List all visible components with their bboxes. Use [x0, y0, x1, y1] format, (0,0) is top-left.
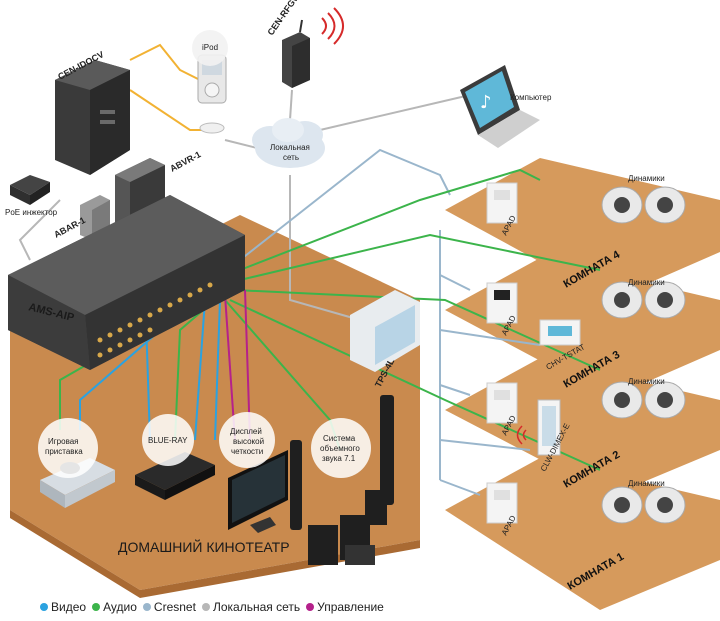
legend-label: Локальная сеть — [212, 600, 301, 614]
lan-wire — [319, 94, 471, 131]
game-console-bubble — [38, 418, 98, 478]
audio-wire — [239, 168, 541, 271]
speakers-label: Динамики — [628, 174, 665, 183]
audio-wire — [239, 233, 601, 281]
lan-wire — [289, 175, 361, 321]
wireless-icon — [321, 7, 344, 45]
computer-label: Компьютер — [510, 93, 552, 102]
thermostat-device — [539, 319, 581, 346]
cen-rfgw-ex-label: CEN-RFGW-EX — [265, 0, 310, 37]
hd-display-label: Дисплей — [230, 427, 262, 436]
surround-label: Система — [323, 434, 356, 443]
surround-speakers — [290, 395, 394, 565]
hd-display-device — [228, 450, 288, 533]
home-theater-floor-edge — [10, 510, 420, 598]
wireless-icon — [516, 425, 527, 445]
legend-dot-icon — [142, 603, 151, 611]
cresnet-wire — [439, 439, 531, 451]
legend-item-lan: Локальная сеть — [201, 600, 301, 614]
ams-aip-chassis — [8, 195, 245, 370]
blu-ray-device — [135, 452, 215, 500]
ams-aip-ports — [97, 282, 213, 358]
legend-label: Аудио — [103, 600, 137, 614]
cen-idocv-device — [55, 60, 130, 175]
game-console-label: Игровая — [48, 437, 79, 446]
blu-ray-bubble — [142, 414, 194, 466]
audio-wire — [234, 289, 601, 371]
apad-panel — [486, 482, 518, 524]
abvr-label: ABVR-1 — [168, 149, 202, 174]
video-wire — [194, 299, 206, 441]
speakers-label: Динамики — [628, 479, 665, 488]
room-floors — [445, 158, 720, 610]
legend-dot-icon — [92, 603, 101, 611]
legend-item-cresnet: Cresnet — [142, 600, 196, 614]
home-theater-title: ДОМАШНИЙ КИНОТЕАТР — [118, 538, 290, 555]
lan-cloud-label: Локальная — [270, 143, 310, 152]
legend-dot-icon — [306, 603, 315, 611]
speakers-label: Динамики — [628, 278, 665, 287]
computer-device: ♪ — [460, 65, 540, 148]
apad-panel — [486, 282, 518, 324]
legend-dot-icon — [201, 603, 210, 611]
lan-wire — [289, 89, 293, 121]
legend-item-audio: Аудио — [92, 600, 137, 614]
ipod-label: iPod — [202, 43, 218, 52]
ipod-device — [192, 30, 228, 134]
hd-display-label: четкости — [231, 447, 263, 456]
tps-4l-device — [350, 290, 420, 372]
svg-text:♪: ♪ — [480, 92, 492, 113]
usb-wire — [129, 43, 201, 81]
cresnet-wire — [239, 148, 451, 261]
legend-label: Управление — [317, 600, 384, 614]
cresnet-wire — [439, 329, 541, 346]
cresnet-wire — [439, 384, 471, 396]
cen-rfgw-ex-device — [282, 19, 310, 88]
legend-label: Cresnet — [153, 600, 196, 614]
blu-ray-label: BLUE-RAY — [148, 436, 188, 445]
lan-cloud-icon — [252, 118, 325, 168]
cresnet-wire — [439, 274, 471, 291]
poe-injector-label: PoE инжектор — [5, 208, 58, 217]
surround-label: объемного — [320, 444, 360, 453]
poe-injector-device — [10, 175, 50, 205]
legend-dot-icon — [40, 603, 48, 611]
legend-label: Видео — [51, 600, 87, 614]
legend-item-video: Видео — [40, 600, 86, 614]
lan-wire — [18, 199, 61, 261]
game-console-label: приставка — [45, 447, 83, 456]
surround-label: звука 7.1 — [322, 454, 356, 463]
hd-display-bubble — [219, 412, 275, 468]
apad-panel — [486, 182, 518, 224]
cresnet-wire — [439, 479, 481, 496]
legend: Видео Аудио Cresnet Локальная сеть Управ… — [40, 598, 384, 616]
lan-cloud-label: сеть — [283, 153, 299, 162]
speakers-label: Динамики — [628, 377, 665, 386]
hd-display-label: высокой — [233, 437, 264, 446]
legend-item-control: Управление — [306, 600, 384, 614]
apad-panel — [486, 382, 518, 424]
video-wire — [214, 299, 221, 441]
surround-bubble — [311, 418, 371, 478]
